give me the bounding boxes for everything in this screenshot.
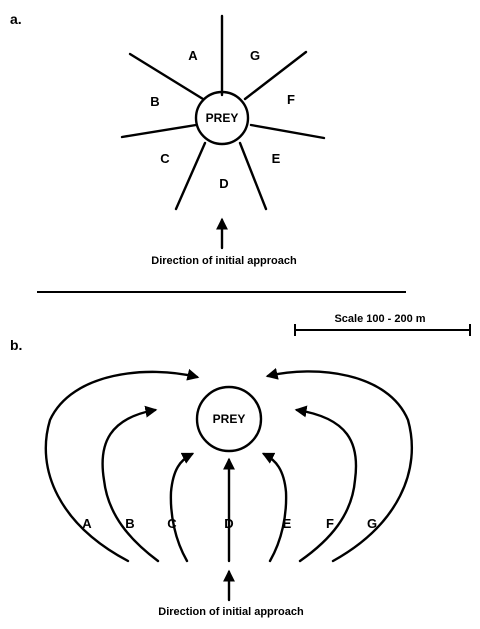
panel-a-prey-circle (194, 90, 250, 146)
path-e (261, 452, 288, 563)
sector-a-label: A (188, 48, 198, 63)
scale-bar (294, 324, 471, 336)
sector-e-label: E (272, 151, 281, 166)
sector-d-label: D (219, 176, 228, 191)
panel-b-caption: Direction of initial approach (158, 606, 304, 618)
panel-b-label: b. (10, 337, 22, 353)
sector-c-label: C (160, 151, 170, 166)
scale-label: Scale 100 - 200 m (334, 313, 425, 325)
sector-f-label: F (287, 92, 295, 107)
path-a (44, 368, 200, 563)
path-b-label: B (125, 516, 134, 531)
panel-a-radial-lines (120, 14, 326, 211)
path-f (294, 405, 358, 563)
path-g (265, 367, 413, 563)
panel-b-approach-paths (44, 367, 413, 563)
path-d-label: D (224, 516, 233, 531)
path-b (101, 405, 160, 563)
path-c-label: C (167, 516, 177, 531)
panel-a-prey-label: PREY (206, 111, 239, 125)
sector-b-label: B (150, 94, 159, 109)
path-a-label: A (82, 516, 92, 531)
panel-a-label: a. (10, 11, 22, 27)
sector-g-label: G (250, 48, 260, 63)
panel-b-prey-circle (195, 385, 263, 453)
path-e-label: E (283, 516, 292, 531)
path-f-label: F (326, 516, 334, 531)
panel-b-prey-label: PREY (213, 412, 246, 426)
path-c (169, 452, 195, 563)
path-g-label: G (367, 516, 377, 531)
panel-a-caption: Direction of initial approach (151, 255, 297, 267)
